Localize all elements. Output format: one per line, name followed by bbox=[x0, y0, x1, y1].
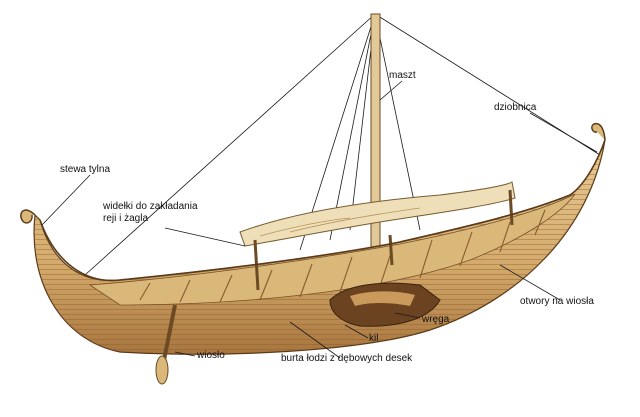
hull bbox=[33, 139, 606, 355]
prow bbox=[591, 122, 606, 141]
leader-lines bbox=[41, 80, 598, 359]
steering-oar bbox=[155, 304, 177, 385]
sail bbox=[239, 181, 516, 247]
stern-post bbox=[20, 209, 36, 224]
label-maszt: maszt bbox=[389, 70, 416, 81]
label-otwory: otwory na wiosła bbox=[520, 296, 594, 307]
label-wrega: wręga bbox=[422, 314, 450, 325]
label-stewa-tylna: stewa tylna bbox=[60, 164, 111, 175]
label-widelki: widełki do zakładania reji i żagla bbox=[103, 201, 198, 224]
rigging bbox=[84, 13, 601, 276]
label-kil: kil bbox=[369, 333, 379, 344]
label-burta: burta łodzi z dębowych desek bbox=[281, 353, 413, 364]
mast bbox=[370, 13, 381, 273]
label-wioslo: wiosło bbox=[197, 350, 225, 361]
label-dziobnica: dziobnica bbox=[494, 102, 537, 113]
